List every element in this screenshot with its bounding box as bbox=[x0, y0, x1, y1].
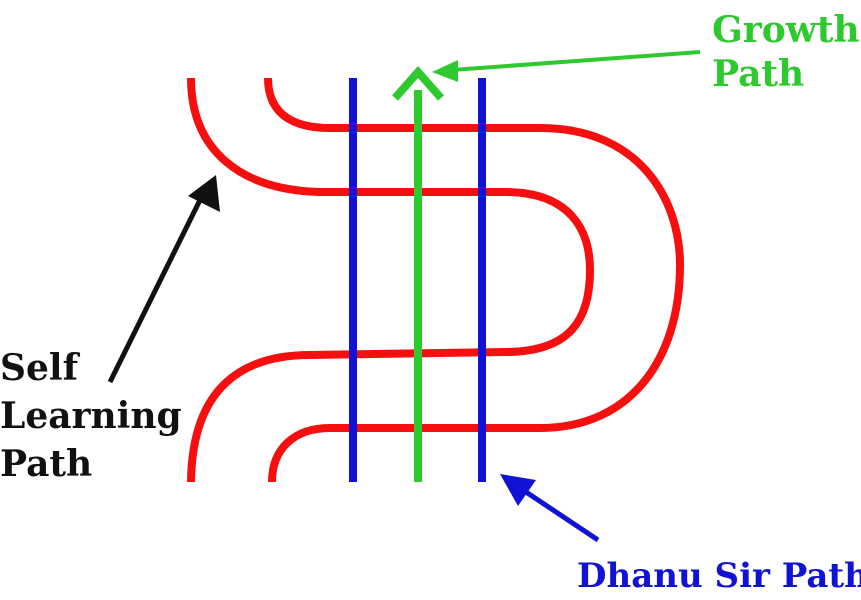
self-learning-pointer-arrow bbox=[107, 175, 220, 384]
dhanu-label-text: Dhanu Sir Path bbox=[577, 556, 861, 596]
growth-path-label: Growth Path bbox=[712, 8, 860, 96]
self-learning-paths bbox=[187, 77, 684, 483]
dhanu-sir-path-label: Dhanu Sir Path bbox=[577, 556, 861, 596]
dhanu-pointer-arrow bbox=[500, 474, 600, 543]
self-learning-path-label: Self Learning Path bbox=[0, 344, 182, 488]
outer-red-path bbox=[187, 77, 594, 483]
inner-red-path bbox=[264, 77, 684, 483]
self-label-line2: Learning bbox=[0, 395, 182, 437]
self-label-line1: Self bbox=[0, 347, 79, 389]
growth-label-line2: Path bbox=[712, 53, 805, 95]
self-label-line3: Path bbox=[0, 443, 93, 485]
growth-pointer-arrow bbox=[432, 50, 701, 82]
growth-label-line1: Growth bbox=[712, 9, 860, 51]
green-growth-arrowhead bbox=[392, 65, 444, 101]
